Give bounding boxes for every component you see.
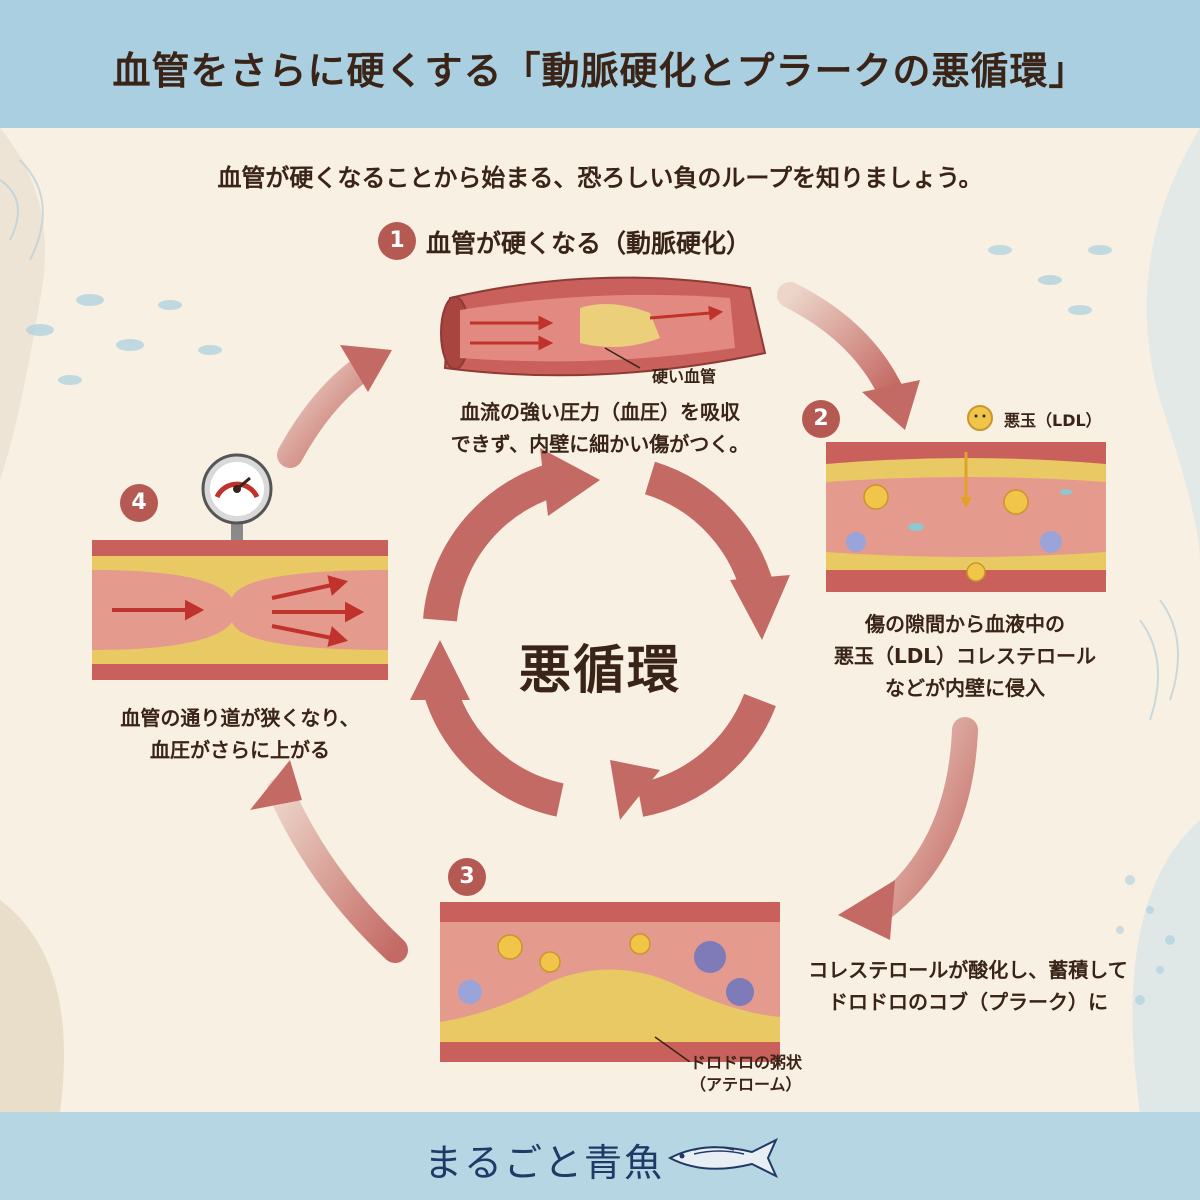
step-1-callout: 硬い血管	[652, 367, 717, 386]
narrowed-artery-illustration	[92, 540, 388, 680]
step-4-description: 血管の通り道が狭くなり、 血圧がさらに上がる	[60, 702, 420, 766]
step-2-description: 傷の隙間から血液中の 悪玉（LDL）コレステロール などが内壁に侵入	[800, 608, 1130, 704]
step-4-desc-line-2: 血圧がさらに上がる	[150, 738, 330, 762]
step-2-callout: 悪玉（LDL）	[1004, 411, 1102, 430]
step-2-number: 2	[802, 400, 840, 438]
step-2-desc-line-1: 傷の隙間から血液中の	[865, 612, 1065, 636]
step-3-callout: ドロドロの粥状 （アテローム）	[690, 1052, 802, 1096]
fish-logo-icon	[667, 1137, 779, 1179]
step-1-title: 血管が硬くなる（動脈硬化）	[426, 229, 752, 258]
step-3-description: コレステロールが酸化し、蓄積して ドロドロのコブ（プラーク）に	[778, 954, 1158, 1018]
step-3-callout-line-1: ドロドロの粥状	[690, 1053, 803, 1072]
pressure-gauge-icon	[201, 453, 273, 544]
step-3-number: 3	[448, 858, 486, 896]
step-1-desc-line-1: 血流の強い圧力（血圧）を吸収	[460, 400, 740, 424]
step-1-number: 1	[378, 222, 416, 260]
step-1-desc-line-2: できず、内壁に細かい傷がつく。	[450, 432, 750, 456]
step-2-desc-line-2: 悪玉（LDL）コレステロール	[833, 644, 1097, 668]
ldl-particle-icon	[967, 405, 993, 431]
footer-band	[0, 1112, 1200, 1200]
step-4-desc-line-1: 血管の通り道が狭くなり、	[120, 706, 360, 730]
step-3-desc-line-1: コレステロールが酸化し、蓄積して	[808, 958, 1128, 982]
step-4-number: 4	[120, 484, 158, 522]
page-title: 血管をさらに硬くする「動脈硬化とプラークの悪循環」	[112, 49, 1088, 93]
plaque-artery-illustration	[440, 902, 780, 1062]
step-1-description: 血流の強い圧力（血圧）を吸収 できず、内壁に細かい傷がつく。	[400, 396, 800, 460]
ldl-invasion-illustration	[826, 442, 1106, 592]
step-3-desc-line-2: ドロドロのコブ（プラーク）に	[828, 990, 1108, 1014]
center-label: 悪循環	[518, 641, 681, 701]
step-3-callout-line-2: （アテローム）	[690, 1075, 802, 1094]
header-band	[0, 0, 1200, 128]
hardened-artery-illustration	[440, 276, 767, 377]
step-2-desc-line-3: などが内壁に侵入	[885, 676, 1045, 700]
page-subtitle: 血管が硬くなることから始まる、恐ろしい負のループを知りましょう。	[217, 164, 983, 192]
brand-logo-text: まるごと青魚	[424, 1141, 665, 1185]
